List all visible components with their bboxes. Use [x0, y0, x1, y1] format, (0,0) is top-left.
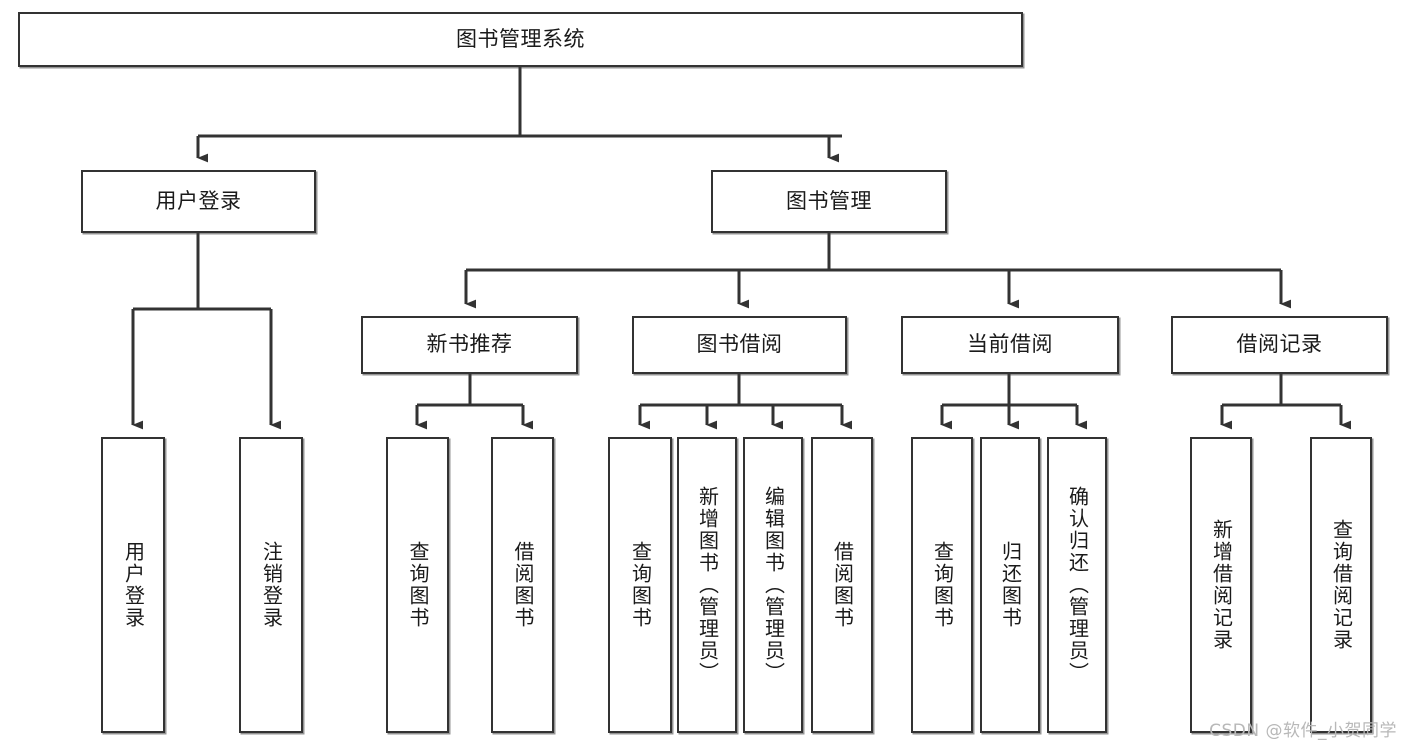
node-label: 注销登录: [259, 541, 284, 629]
node-label: 用户登录: [155, 188, 242, 213]
node-label: 新增借阅记录: [1209, 519, 1234, 651]
node-label: 借阅图书: [830, 541, 855, 629]
node-user-login[interactable]: 用户登录: [81, 170, 316, 233]
leaf-current-borrow-return-book[interactable]: 归还图书: [980, 437, 1040, 733]
node-book-borrow[interactable]: 图书借阅: [632, 316, 847, 374]
leaf-borrow-record-query-record[interactable]: 查询借阅记录: [1310, 437, 1372, 733]
node-root-book-management-system[interactable]: 图书管理系统: [18, 12, 1023, 67]
leaf-current-borrow-confirm-return-admin[interactable]: 确认归还（管理员）: [1047, 437, 1107, 733]
node-label: 借阅记录: [1236, 332, 1323, 357]
node-label: 归还图书: [998, 541, 1023, 629]
node-label: 查询图书: [930, 541, 955, 629]
node-borrow-record[interactable]: 借阅记录: [1171, 316, 1388, 374]
node-current-borrow[interactable]: 当前借阅: [901, 316, 1119, 374]
leaf-book-borrow-add-book-admin[interactable]: 新增图书（管理员）: [677, 437, 737, 733]
node-label: 确认归还（管理员）: [1065, 486, 1090, 684]
node-label: 当前借阅: [967, 332, 1053, 357]
leaf-user-login-sign-out[interactable]: 注销登录: [239, 437, 303, 733]
node-label: 查询图书: [406, 541, 430, 629]
node-label: 查询借阅记录: [1329, 519, 1354, 651]
leaf-book-borrow-edit-book-admin[interactable]: 编辑图书（管理员）: [743, 437, 803, 733]
node-label: 图书管理系统: [456, 26, 585, 51]
leaf-borrow-record-add-record[interactable]: 新增借阅记录: [1190, 437, 1252, 733]
node-label: 用户登录: [121, 541, 146, 629]
node-label: 图书管理: [786, 188, 872, 213]
leaf-current-borrow-query-book[interactable]: 查询图书: [911, 437, 973, 733]
node-label: 编辑图书（管理员）: [761, 486, 786, 684]
node-book-management[interactable]: 图书管理: [711, 170, 947, 233]
node-label: 新书推荐: [426, 332, 513, 357]
leaf-new-book-query-book[interactable]: 查询图书: [386, 437, 449, 733]
node-label: 借阅图书: [511, 541, 535, 629]
node-new-book-recommend[interactable]: 新书推荐: [361, 316, 578, 374]
leaf-book-borrow-borrow-book[interactable]: 借阅图书: [811, 437, 873, 733]
leaf-user-login-sign-in[interactable]: 用户登录: [101, 437, 165, 733]
leaf-new-book-borrow-book[interactable]: 借阅图书: [491, 437, 554, 733]
node-label: 新增图书（管理员）: [695, 486, 720, 684]
leaf-book-borrow-query-book[interactable]: 查询图书: [608, 437, 672, 733]
node-label: 图书借阅: [696, 332, 783, 357]
node-label: 查询图书: [628, 541, 653, 629]
